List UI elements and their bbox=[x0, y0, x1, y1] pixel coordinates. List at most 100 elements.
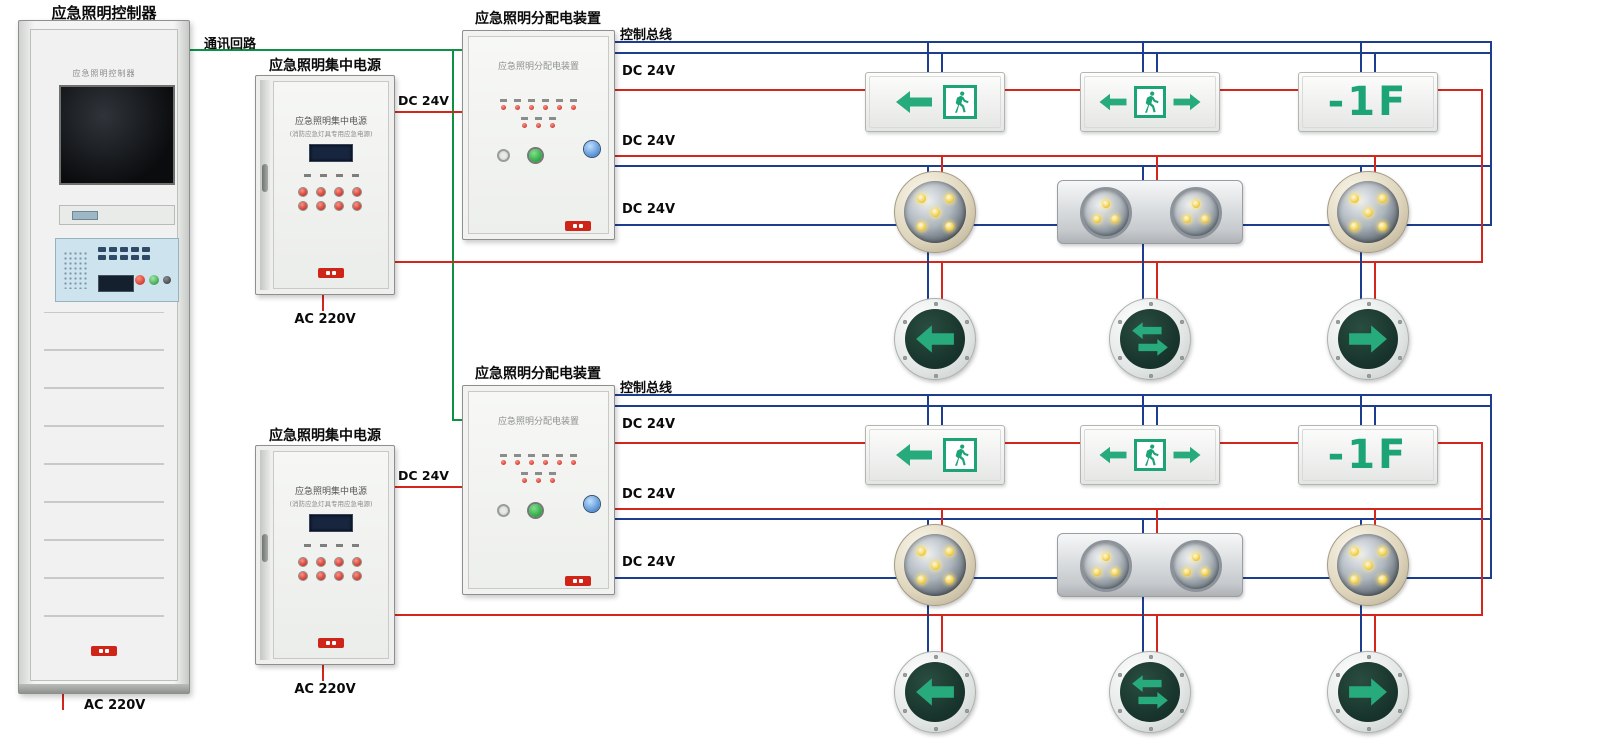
central-power-supply-1: 应急照明集中电源 (消防应急灯具专用应急电源) bbox=[255, 75, 395, 295]
controller-title: 应急照明控制器 bbox=[51, 4, 157, 22]
buzzer-icon bbox=[497, 504, 510, 517]
left-arrow-icon bbox=[895, 444, 932, 466]
distribution-title-2: 应急照明分配电装置 bbox=[475, 366, 601, 382]
bus-wire bbox=[615, 41, 1492, 43]
exit-sign-left-arrow bbox=[865, 425, 1005, 485]
stub-wire bbox=[941, 508, 943, 537]
bus-wire bbox=[1490, 394, 1492, 579]
bus-wire bbox=[615, 52, 1492, 54]
indicator-leds bbox=[469, 99, 608, 135]
floor-text: -1F bbox=[1327, 79, 1409, 125]
door-handle-icon bbox=[262, 534, 268, 562]
distribution-face: 应急照明分配电装置 bbox=[468, 36, 609, 234]
indicator-leds bbox=[469, 454, 608, 490]
right-arrow-icon bbox=[1173, 446, 1201, 464]
power-supply-panel-title: 应急照明集中电源 bbox=[294, 117, 367, 127]
stub-wire bbox=[1360, 41, 1362, 76]
ac220v-label: AC 220V bbox=[294, 312, 356, 327]
running-man-icon bbox=[1134, 439, 1166, 471]
stub-wire bbox=[941, 614, 943, 657]
stub-wire bbox=[1142, 41, 1144, 76]
power-wire bbox=[615, 155, 1483, 157]
control-buttons bbox=[274, 184, 388, 210]
indicator-marks bbox=[274, 174, 388, 177]
dc24v-label: DC 24V bbox=[622, 417, 676, 432]
ac220v-label: AC 220V bbox=[84, 698, 146, 713]
distribution-face: 应急照明分配电装置 bbox=[468, 391, 609, 589]
power-wire bbox=[1481, 89, 1483, 263]
downlight bbox=[1327, 171, 1409, 253]
distribution-device-1: 应急照明分配电装置 bbox=[462, 30, 615, 240]
stub-wire bbox=[1142, 577, 1144, 657]
stub-wire bbox=[1374, 508, 1376, 537]
key-lock-icon bbox=[584, 141, 600, 157]
double-arrow-icon bbox=[1132, 675, 1168, 709]
ac220v-label: AC 220V bbox=[294, 682, 356, 697]
left-arrow-icon bbox=[1099, 446, 1127, 464]
black-knob bbox=[163, 276, 171, 284]
dc24v-label: DC 24V bbox=[622, 202, 676, 217]
central-power-title-1: 应急照明集中电源 bbox=[269, 58, 381, 74]
floor-sign: -1F bbox=[1298, 72, 1438, 132]
downlight bbox=[1327, 524, 1409, 606]
controller-screen bbox=[59, 85, 175, 185]
right-arrow-icon bbox=[1349, 678, 1387, 706]
stub-wire bbox=[941, 261, 943, 304]
running-man-icon bbox=[942, 438, 977, 472]
bus-wire bbox=[1490, 41, 1492, 226]
power-supply-panel-subtitle: (消防应急灯具专用应急电源) bbox=[289, 130, 373, 138]
stub-wire bbox=[927, 41, 929, 76]
key-lock-icon bbox=[584, 496, 600, 512]
mains-wire bbox=[62, 692, 64, 710]
bus-wire bbox=[615, 224, 1492, 226]
round-sign-double bbox=[1109, 651, 1191, 733]
round-sign-left bbox=[894, 651, 976, 733]
downlight bbox=[894, 171, 976, 253]
cabinet-door: 应急照明控制器 bbox=[30, 29, 179, 681]
running-man-icon bbox=[1134, 86, 1166, 118]
buzzer-icon bbox=[497, 149, 510, 162]
power-wire bbox=[395, 614, 1483, 616]
exit-sign-left-arrow bbox=[865, 72, 1005, 132]
distribution-device-2: 应急照明分配电装置 bbox=[462, 385, 615, 595]
dc24v-label: DC 24V bbox=[398, 93, 449, 108]
control-buttons bbox=[274, 554, 388, 580]
bus-wire bbox=[615, 577, 1492, 579]
stub-wire bbox=[1360, 394, 1362, 429]
downlight bbox=[894, 524, 976, 606]
lcd-display bbox=[309, 514, 353, 532]
keypad bbox=[98, 247, 150, 260]
brand-logo-icon bbox=[318, 638, 344, 648]
indicator-marks bbox=[274, 544, 388, 547]
stub-wire bbox=[1156, 52, 1158, 76]
twin-spotlight bbox=[1057, 533, 1243, 597]
dc24v-label: DC 24V bbox=[622, 134, 676, 149]
round-sign-left bbox=[894, 298, 976, 380]
stub-wire bbox=[927, 224, 929, 304]
control-bus-label: 控制总线 bbox=[620, 28, 673, 43]
speaker-grille-icon bbox=[63, 251, 89, 289]
stub-wire bbox=[1156, 508, 1158, 537]
lcd-display bbox=[309, 144, 353, 162]
dc24v-label: DC 24V bbox=[622, 64, 676, 79]
door-handle-icon bbox=[262, 164, 268, 192]
exit-sign-both-arrows bbox=[1080, 72, 1220, 132]
left-arrow-icon bbox=[916, 325, 954, 353]
round-sign-right bbox=[1327, 651, 1409, 733]
power-wire bbox=[615, 442, 1483, 444]
bus-wire bbox=[615, 518, 1492, 520]
brand-logo-icon bbox=[565, 221, 591, 231]
left-arrow-icon bbox=[895, 91, 932, 113]
left-arrow-icon bbox=[916, 678, 954, 706]
panel-buttons bbox=[135, 275, 171, 285]
stub-wire bbox=[1142, 394, 1144, 429]
power-wire bbox=[615, 89, 1483, 91]
power-link-wire bbox=[395, 486, 462, 488]
stub-wire bbox=[1156, 405, 1158, 429]
red-button bbox=[135, 275, 145, 285]
stub-wire bbox=[927, 577, 929, 657]
stub-wire bbox=[927, 394, 929, 429]
floor-sign: -1F bbox=[1298, 425, 1438, 485]
power-supply-panel-subtitle: (消防应急灯具专用应急电源) bbox=[289, 500, 373, 508]
